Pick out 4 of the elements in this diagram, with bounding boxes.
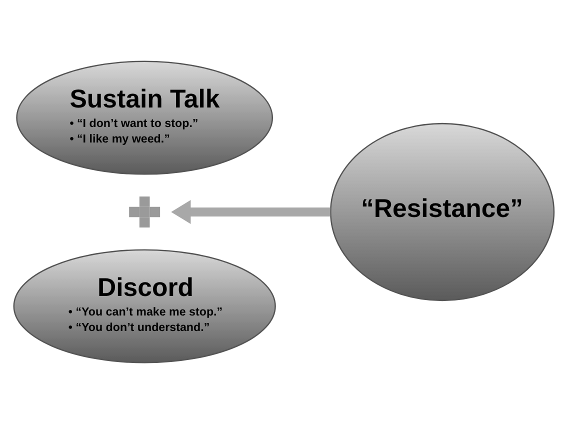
node-ellipse: Sustain Talk • “I don’t want to stop.” • “I like my weed.” — [16, 60, 274, 175]
node-ellipse: “Resistance” — [330, 122, 555, 302]
arrow — [171, 200, 330, 224]
node-ellipse: Discord • “You can’t make me stop.” • “You don’t understand.” — [13, 249, 276, 364]
